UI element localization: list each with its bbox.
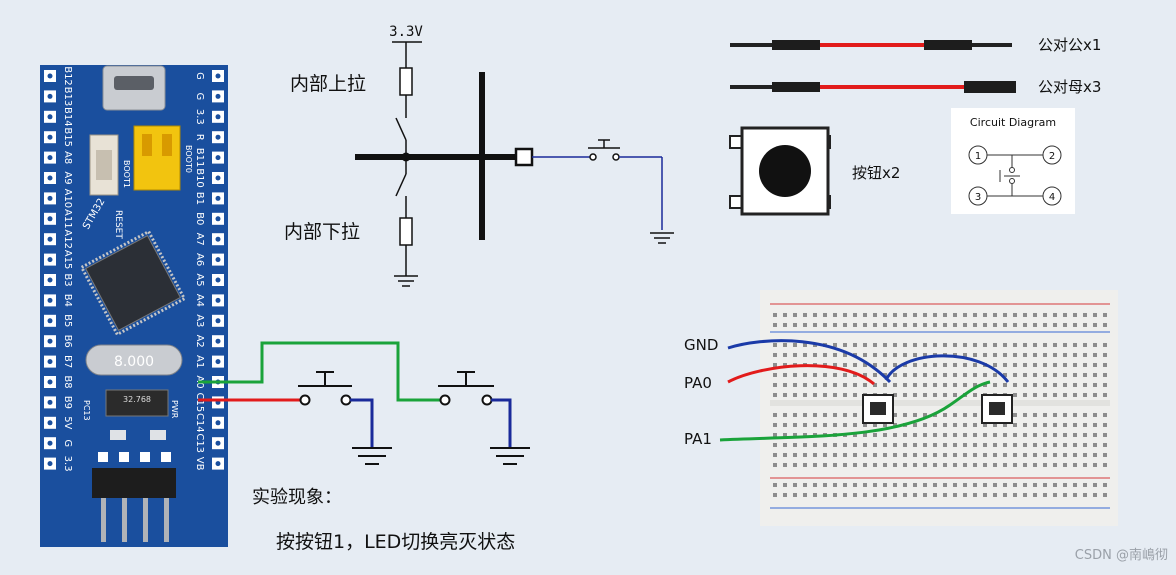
right-pin-label: A1 — [194, 355, 205, 368]
bb-label-gnd: GND — [684, 336, 718, 354]
button-circuit-card: Circuit Diagram 1 2 3 4 — [951, 108, 1075, 214]
watermark: CSDN @南嶋彻 — [1075, 547, 1168, 563]
led-pwr — [150, 430, 166, 440]
pc13-label: PC13 — [82, 400, 91, 421]
right-pin-label: B11 — [194, 148, 205, 168]
right-pin-label: B1 — [194, 192, 205, 205]
bb-wire-gnd-1 — [727, 339, 892, 384]
right-pin-label: B0 — [194, 212, 205, 225]
breadboard-button-1 — [862, 394, 894, 424]
gpio-pin — [514, 147, 534, 167]
right-pin-label: A4 — [194, 294, 205, 307]
right-pin-label: C13 — [194, 433, 205, 453]
bb-wire-pa1 — [719, 380, 991, 442]
left-pin-label: B15 — [62, 127, 73, 147]
jumper-wire-mm: 公对公x1 — [730, 36, 1101, 54]
left-pin-label: B5 — [62, 314, 73, 327]
left-pin-label: 5V — [62, 416, 73, 429]
pull-up-label: 内部上拉 — [290, 73, 366, 95]
mcu-chip — [79, 229, 187, 337]
experiment-title: 实验现象： — [252, 487, 342, 508]
right-pin-label: A6 — [194, 253, 205, 266]
left-pin-label: B13 — [62, 87, 73, 107]
circuit-pin-1-label: 1 — [975, 151, 981, 162]
left-pin-label: A12 — [62, 229, 73, 249]
circuit-pin-1 — [968, 145, 988, 165]
bb-label-pa0: PA0 — [684, 374, 712, 392]
left-pin-label: G — [62, 439, 73, 447]
left-pin-label: 3.3 — [62, 456, 73, 472]
left-pin-label: B14 — [62, 107, 73, 127]
left-pin-label: A9 — [62, 171, 73, 184]
crystal-main — [85, 344, 183, 376]
pull-circuit: 3.3V 内部上拉 内部下拉 — [284, 24, 674, 287]
wire-a1-green — [198, 341, 440, 402]
right-pin-label: C15 — [194, 393, 205, 413]
push-button-part: 按钮x2 — [729, 126, 900, 216]
experiment-description: 按按钮1，LED切换亮灭状态 — [276, 531, 515, 553]
left-pin-label: B7 — [62, 355, 73, 368]
boot0-label: BOOT0 — [184, 145, 193, 173]
circuit-card-title: Circuit Diagram — [970, 116, 1056, 129]
left-pin-label: B6 — [62, 335, 73, 348]
bb-wire-gnd-2 — [884, 354, 1010, 383]
pull-up-switch — [395, 117, 407, 141]
crystal-rtc-label: 32.768 — [123, 395, 151, 404]
stm32-board: RESET BOOT1 BOOT0 STM32 8.000 32.768 PC1… — [40, 65, 228, 547]
led-pc13 — [110, 430, 126, 440]
jumper-wire-mf: 公对母x3 — [730, 78, 1101, 96]
reset-label: RESET — [113, 210, 123, 239]
left-pin-label: B8 — [62, 375, 73, 388]
button-count-label: 按钮x2 — [852, 164, 900, 182]
left-pin-label: B9 — [62, 396, 73, 409]
pwr-label: PWR — [170, 400, 179, 419]
swd-header — [92, 452, 176, 542]
breadboard: GND PA0 PA1 — [684, 290, 1118, 526]
right-pin-label: B10 — [194, 168, 205, 188]
circuit-pin-4-label: 4 — [1049, 192, 1055, 203]
crystal-main-label: 8.000 — [114, 354, 154, 370]
pull-down-label: 内部下拉 — [284, 221, 360, 243]
right-pin-column: GG3.3RB11B10B1B0A7A6A5A4A3A2A1A0C15C14C1… — [194, 70, 224, 471]
boot-jumpers — [133, 125, 181, 191]
left-pin-label: A8 — [62, 151, 73, 164]
right-pin-label: A5 — [194, 273, 205, 286]
circuit-pin-3 — [968, 186, 988, 206]
left-pin-label: B3 — [62, 273, 73, 286]
wire-male-male-label: 公对公x1 — [1038, 36, 1101, 54]
right-pin-label: 3.3 — [194, 109, 205, 125]
right-pin-label: A2 — [194, 335, 205, 348]
left-pin-label: A10 — [62, 189, 73, 209]
right-pin-label: R — [194, 134, 205, 141]
board-wiring — [198, 341, 530, 465]
right-pin-label: VB — [194, 457, 205, 471]
left-pin-label: A15 — [62, 250, 73, 270]
breadboard-button-2 — [981, 394, 1013, 424]
crystal-rtc — [105, 389, 169, 417]
right-pin-label: A7 — [194, 233, 205, 246]
left-pin-label: A11 — [62, 209, 73, 229]
vcc-label: 3.3V — [389, 24, 423, 40]
right-pin-label: A3 — [194, 314, 205, 327]
circuit-pin-2-label: 2 — [1049, 151, 1055, 162]
circuit-pin-2 — [1042, 145, 1062, 165]
reset-button — [89, 134, 119, 196]
wire-male-female-label: 公对母x3 — [1038, 78, 1101, 96]
circuit-pin-3-label: 3 — [975, 192, 981, 203]
circuit-pin-4 — [1042, 186, 1062, 206]
left-pin-label: B12 — [62, 66, 73, 86]
right-pin-label: G — [194, 72, 205, 80]
pull-up-resistor — [399, 67, 413, 96]
boot1-label: BOOT1 — [122, 160, 131, 188]
right-pin-label: G — [194, 93, 205, 101]
bb-wire-pa0 — [727, 364, 875, 386]
bb-label-pa1: PA1 — [684, 430, 712, 448]
left-pin-column: B12B13B14B15A8A9A10A11A12A15B3B4B5B6B7B8… — [44, 66, 73, 472]
pull-down-resistor — [399, 217, 413, 246]
pull-down-switch — [395, 173, 407, 197]
left-pin-label: B4 — [62, 294, 73, 307]
right-pin-label: C14 — [194, 413, 205, 433]
